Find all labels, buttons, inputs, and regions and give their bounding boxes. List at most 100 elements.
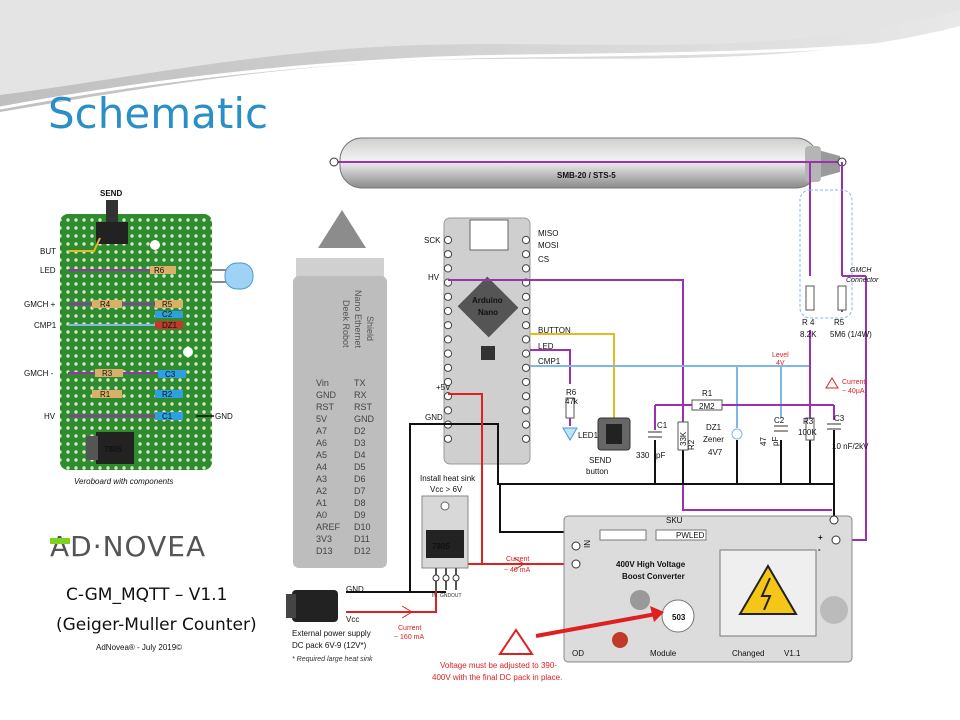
- nano-pin: [521, 406, 531, 415]
- nano-pin: [521, 264, 531, 273]
- send-button-label-1: SEND: [589, 456, 611, 465]
- tube-label: SMB-20 / STS-5: [557, 171, 616, 180]
- regulator-7805: Install heat sink Vcc > 6V 7805 IN GND O…: [420, 474, 476, 599]
- shield-pin-left: 5V: [316, 414, 327, 424]
- nano-pin: [521, 377, 531, 387]
- r5-value: 5M6 (1/4W): [830, 330, 872, 339]
- shield-pin-left: A3: [316, 474, 327, 484]
- nano-pin: [443, 250, 453, 259]
- dz1: DZ1 Zener 4V7: [703, 423, 743, 457]
- shield-pin-right: D5: [354, 462, 366, 472]
- shield-pin-right: D8: [354, 498, 366, 508]
- r4-label: R 4: [802, 318, 815, 327]
- nano-pin: [443, 235, 453, 245]
- nano-label-cs: CS: [538, 255, 549, 264]
- current-out-arrow-icon: [513, 557, 525, 571]
- warning-arrow-icon: [650, 606, 664, 622]
- vero-top-label: SEND: [100, 189, 122, 198]
- power-vcc: Vcc: [346, 615, 359, 624]
- nano-pin: [443, 321, 453, 330]
- gmch-label-1: GMCH: [850, 267, 872, 274]
- footer-subtitle: (Geiger-Muller Counter): [56, 615, 257, 635]
- r6-value: 47k: [565, 397, 579, 406]
- r3-label: R3: [803, 417, 814, 426]
- vero-comp-r4: R4: [100, 300, 111, 309]
- nano-label-gnd: GND: [425, 413, 443, 422]
- c2: C2 47 pF: [759, 416, 788, 446]
- hv-title-2: Boost Converter: [622, 572, 685, 581]
- shield-pin-left: A5: [316, 450, 327, 460]
- hv-title-1: 400V High Voltage: [616, 560, 686, 569]
- vero-label-gmch-minus: GMCH -: [24, 369, 54, 378]
- high-voltage-warning-icon: [738, 564, 798, 615]
- nano-label-sck: SCK: [424, 236, 441, 245]
- r2-label: R2: [687, 439, 696, 450]
- power-gnd: GND: [346, 585, 364, 594]
- page-title: Schematic: [48, 89, 268, 138]
- nano-pin: [521, 420, 531, 429]
- nano-pin: [443, 306, 453, 316]
- warning-line-2: 400V with the final DC pack in place.: [432, 673, 562, 682]
- warning-line-1: Voltage must be adjusted to 390-: [440, 661, 557, 670]
- nano-pin: [521, 306, 531, 316]
- hv-module: SKU IN PWLED 400V High Voltage Boost Con…: [563, 515, 853, 663]
- shield-pin-left: A7: [316, 426, 327, 436]
- nano-pin: [521, 349, 531, 358]
- r2-value: 33K: [679, 431, 688, 446]
- shield-line-3: Shield: [365, 316, 375, 341]
- regulator-pin-in: IN: [432, 593, 437, 599]
- vero-comp-c2: C2: [162, 310, 173, 319]
- nano-title: Arduino: [472, 296, 503, 305]
- vero-comp-r6: R6: [154, 266, 165, 275]
- background-swoosh: [0, 0, 960, 112]
- shield-pins: VinGNDRST5VA7A6A5A4A3A2A1A0AREF3V3D13TXR…: [316, 378, 375, 556]
- vero-comp-r3: R3: [102, 369, 113, 378]
- vero-caption: Veroboard with components: [74, 477, 173, 486]
- current-out-label: Current: [506, 556, 529, 563]
- nano-label-cmp1: CMP1: [538, 357, 561, 366]
- shield-pin-right: D3: [354, 438, 366, 448]
- gm-tube: SMB-20 / STS-5: [329, 137, 847, 189]
- vero-label-led: LED: [40, 266, 56, 275]
- level-value: 4V: [776, 360, 785, 367]
- vero-right-label: GND: [215, 412, 233, 421]
- hv-mark-module: Module: [650, 649, 677, 658]
- hv-mark-pwled: PWLED: [676, 531, 705, 540]
- c3-label: C3: [834, 414, 845, 423]
- shield-pin-right: D2: [354, 426, 366, 436]
- send-switch: [96, 222, 128, 244]
- shield-pin-right: D6: [354, 474, 366, 484]
- vero-label-gmch-plus: GMCH +: [24, 300, 56, 309]
- shield-pin-right: D9: [354, 510, 366, 520]
- shield-pin-right: D7: [354, 486, 366, 496]
- dc-jack: GND Vcc External power supply DC pack 6V…: [286, 585, 373, 663]
- send-button-label-2: button: [586, 467, 608, 476]
- power-desc-2: DC pack 6V-9 (12V*): [292, 641, 367, 650]
- hv-mark-in: IN: [583, 540, 592, 548]
- c3-value: 10 nF/2kV: [832, 442, 869, 451]
- r6-label: R6: [566, 388, 577, 397]
- nano-pin: [521, 392, 531, 401]
- shield-pin-right: RST: [354, 402, 373, 412]
- current-hv-arrow-icon: [825, 377, 839, 389]
- vero-regulator: 7805: [104, 445, 122, 454]
- c1: C1 330 pF: [636, 421, 668, 460]
- c2-value-1: 47: [759, 437, 768, 446]
- brand-logo: AD·NOVEA: [50, 530, 206, 563]
- hv-plus: +: [818, 533, 823, 542]
- shield-pin-left: A2: [316, 486, 327, 496]
- led-icon: [224, 262, 254, 290]
- c1-value-2: pF: [656, 451, 665, 460]
- r4-value: 8.2K: [800, 330, 817, 339]
- nano-label-hv: HV: [428, 273, 440, 282]
- warning-triangle-icon: [498, 628, 534, 655]
- nano-pin: [443, 292, 453, 301]
- r3-value: 100K: [798, 428, 817, 437]
- nano-pin: [443, 406, 453, 415]
- current-out-value: ~ 40 mA: [504, 567, 531, 574]
- current-hv-value: ~ 40µA: [842, 388, 865, 395]
- wiring: [346, 162, 867, 613]
- nano-pin: [521, 434, 531, 443]
- shield-pin-left: 3V3: [316, 534, 332, 544]
